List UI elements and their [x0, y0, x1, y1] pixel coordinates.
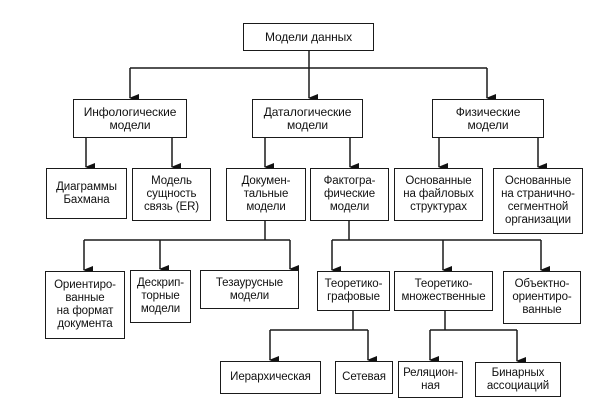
node-document-format-oriented: Ориентиро- ванные на формат документа: [45, 271, 125, 339]
node-relational: Реляцион- ная: [398, 361, 463, 398]
node-network: Сетевая: [335, 361, 393, 394]
node-data-models: Модели данных: [243, 23, 374, 51]
node-binary-associations: Бинарных ассоциаций: [475, 362, 561, 397]
node-set-theoretic: Теоретико- множественные: [394, 271, 493, 311]
node-thesaurus-models: Тезаурусные модели: [200, 270, 299, 309]
node-factographic-models: Фактогра- фические модели: [310, 168, 389, 221]
node-file-structure-based: Основанные на файловых структурах: [394, 168, 483, 221]
node-datalogical-models: Даталогические модели: [252, 99, 363, 138]
node-bachman-diagrams: Диаграммы Бахмана: [46, 168, 127, 219]
node-entity-relationship-model: Модель сущность связь (ER): [132, 168, 211, 221]
node-graph-theoretic: Теоретико- графовые: [317, 271, 390, 311]
node-hierarchical: Иерархическая: [220, 361, 321, 394]
node-page-segment-based: Основанные на странично- сегментной орга…: [493, 168, 583, 234]
node-physical-models: Физические модели: [432, 99, 544, 138]
node-documentary-models: Докумен- тальные модели: [226, 168, 306, 221]
node-descriptor-models: Дескрип- торные модели: [130, 270, 191, 323]
node-infological-models: Инфологические модели: [73, 99, 187, 138]
node-object-oriented: Объектно- ориентиро- ванные: [503, 271, 581, 324]
